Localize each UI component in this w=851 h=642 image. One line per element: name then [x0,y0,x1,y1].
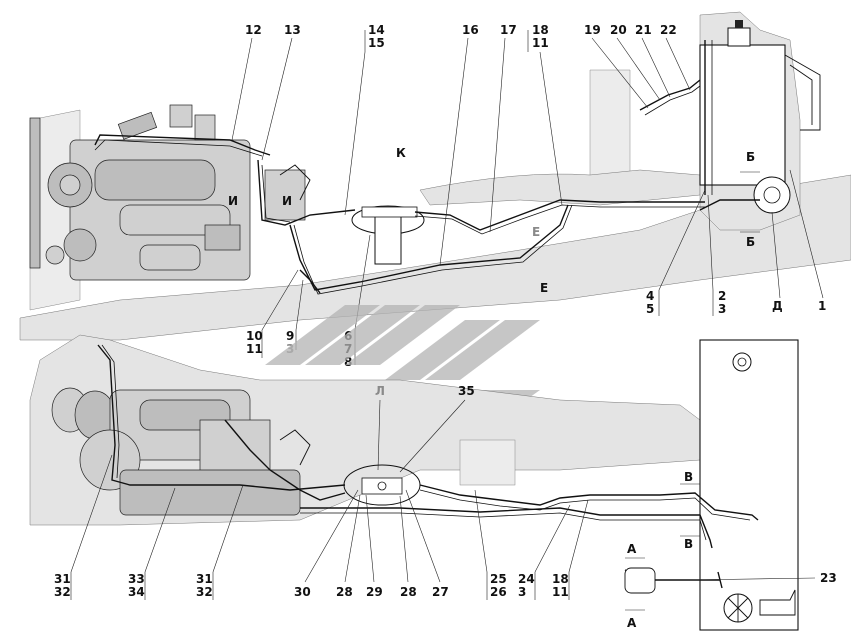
label-3-right: 3 [718,302,726,316]
label-30: 30 [294,585,311,599]
label-21: 21 [635,23,652,37]
label-33: 33 [128,572,145,586]
label-35: 35 [458,384,475,398]
label-10: 10 [246,329,263,343]
label-b-lower: Б [746,235,755,249]
label-11-top: 11 [532,36,549,50]
label-32-left: 32 [54,585,71,599]
label-18-bottom: 18 [552,572,569,586]
top-view: И И К Е Е Б Б Д 1 12 13 14 15 16 17 18 1… [19,11,851,369]
label-28-right: 28 [400,585,417,599]
label-v-upper: В [684,470,693,484]
engine-top [29,104,311,281]
label-15: 15 [368,36,385,50]
label-23: 23 [820,571,837,585]
label-5: 5 [646,302,654,316]
label-2: 2 [718,289,726,303]
label-11-mid: 11 [246,342,263,356]
label-16: 16 [462,23,479,37]
label-d: Д [772,299,783,313]
label-i-left: И [228,194,238,208]
label-18-top: 18 [532,23,549,37]
label-i-right: И [282,194,292,208]
label-e-lower: Е [540,281,548,295]
label-20: 20 [610,23,627,37]
label-25: 25 [490,572,507,586]
label-14: 14 [368,23,385,37]
fuel-pipes-top [94,40,760,295]
label-b-upper: Б [746,150,755,164]
leader-lines-bottom [70,454,589,600]
label-e-upper: Е [532,225,540,239]
label-31-mid: 31 [196,572,213,586]
fuel-tank-top [699,20,821,214]
label-3-bottom: 3 [518,585,526,599]
label-v-lower: В [684,537,693,551]
fuel-tank-side [699,339,799,631]
label-24: 24 [518,572,535,586]
label-a-upper: А [627,542,637,556]
label-22: 22 [660,23,677,37]
label-27: 27 [432,585,449,599]
leader-lines-top [231,30,691,266]
label-4: 4 [646,289,654,303]
label-34: 34 [128,585,145,599]
label-a-lower: А [627,616,637,630]
engine-side [51,387,311,516]
label-8: 8 [344,355,352,369]
label-31-left: 31 [54,572,71,586]
bottom-view: Л 35 В В 23 А А 31 32 33 34 31 32 30 28 … [29,334,837,631]
label-1: 1 [818,299,826,313]
label-19: 19 [584,23,601,37]
label-29: 29 [366,585,383,599]
label-26: 26 [490,585,507,599]
label-12: 12 [245,23,262,37]
label-11-bottom: 11 [552,585,569,599]
label-13: 13 [284,23,301,37]
label-l: Л [375,384,385,398]
label-17: 17 [500,23,517,37]
label-k: К [396,146,406,160]
label-32-mid: 32 [196,585,213,599]
label-9: 9 [286,329,294,343]
label-28-left: 28 [336,585,353,599]
filter-k [351,205,425,265]
